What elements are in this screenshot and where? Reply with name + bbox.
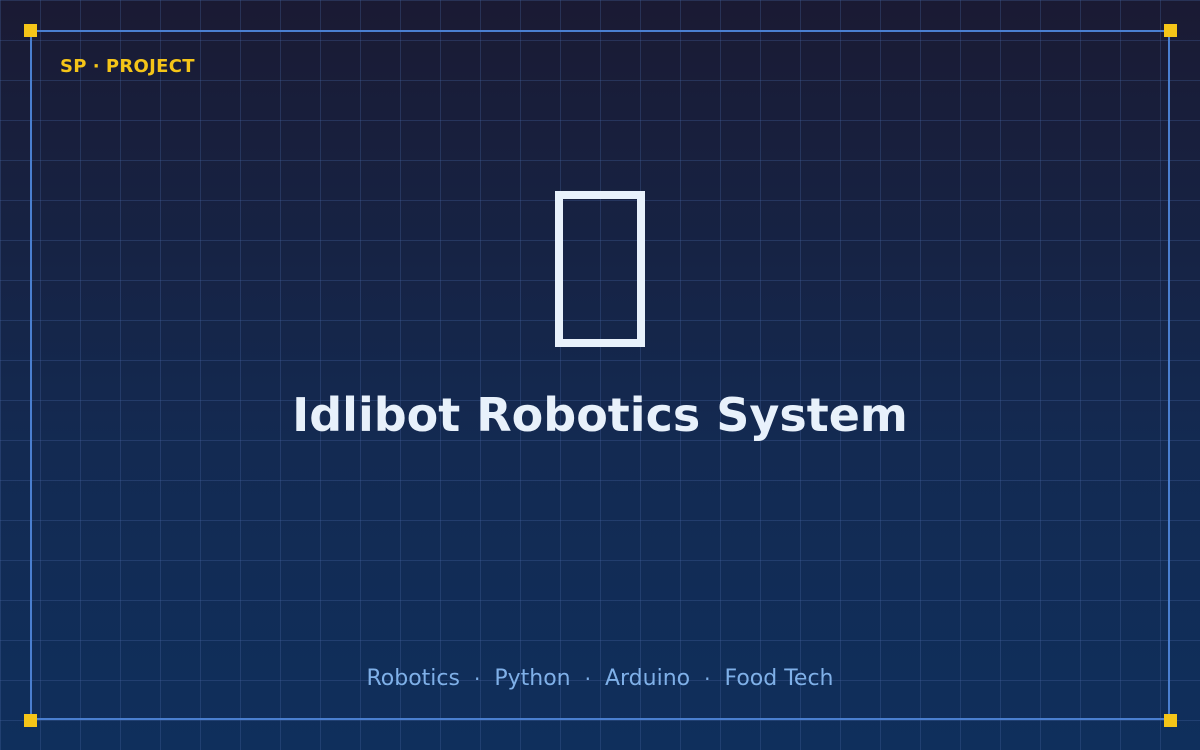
- tag-list: Robotics · Python · Arduino · Food Tech: [0, 666, 1200, 691]
- brand-prefix: SP: [60, 56, 87, 77]
- tag-item: Robotics: [366, 666, 460, 691]
- tag-item: Arduino: [604, 666, 691, 691]
- corner-marker-bottom-right: [1164, 714, 1177, 727]
- brand-label: SP·PROJECT: [60, 56, 195, 77]
- tag-item: Food Tech: [724, 666, 834, 691]
- tag-separator: ·: [704, 666, 711, 691]
- brand-separator: ·: [92, 56, 100, 77]
- border-frame: [30, 30, 1170, 720]
- tag-separator: ·: [473, 666, 481, 691]
- tag-separator: ·: [584, 666, 591, 691]
- corner-marker-top-left: [24, 24, 37, 37]
- corner-marker-top-right: [1164, 24, 1177, 37]
- missing-glyph-box-icon: [555, 191, 645, 347]
- tag-item: Python: [494, 666, 571, 691]
- brand-text: PROJECT: [105, 56, 195, 77]
- page-title: Idlibot Robotics System: [292, 388, 908, 442]
- corner-marker-bottom-left: [24, 714, 37, 727]
